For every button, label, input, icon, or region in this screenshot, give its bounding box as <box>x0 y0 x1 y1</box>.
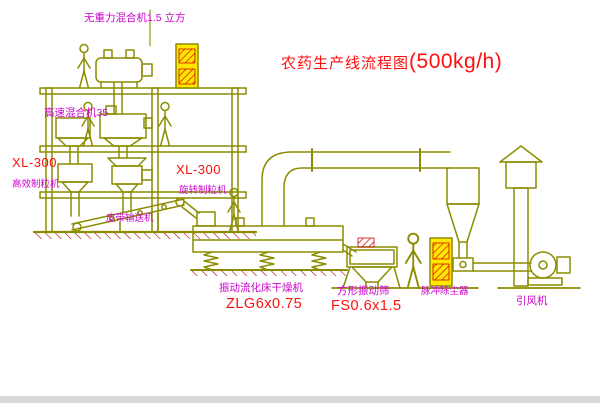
ground-line-left <box>32 230 258 239</box>
cyclone-separator <box>446 167 480 272</box>
person-figure-1 <box>77 43 91 89</box>
side-bin-machine <box>55 117 91 165</box>
high-speed-mixer-machine <box>99 105 153 159</box>
person-figure-2 <box>81 101 95 147</box>
induced-draft-fan-machine <box>527 251 571 286</box>
square-sieve-machine <box>342 237 401 289</box>
person-figure-5 <box>404 232 422 289</box>
rotary-granulator-machine <box>107 157 153 213</box>
person-figure-3 <box>158 101 172 147</box>
exhaust-duct <box>261 148 451 227</box>
window-edge <box>0 396 600 403</box>
efficient-granulator-machine <box>57 163 93 217</box>
gravity-mixer-machine <box>95 49 153 115</box>
belt-conveyor-machine <box>71 197 200 233</box>
fluid-bed-dryer-machine <box>190 211 357 276</box>
exhaust-stack <box>499 145 543 287</box>
pulse-dust-collector-box <box>429 237 453 287</box>
fan-inlet-pipe <box>472 262 532 272</box>
bucket-elevator <box>175 43 199 89</box>
